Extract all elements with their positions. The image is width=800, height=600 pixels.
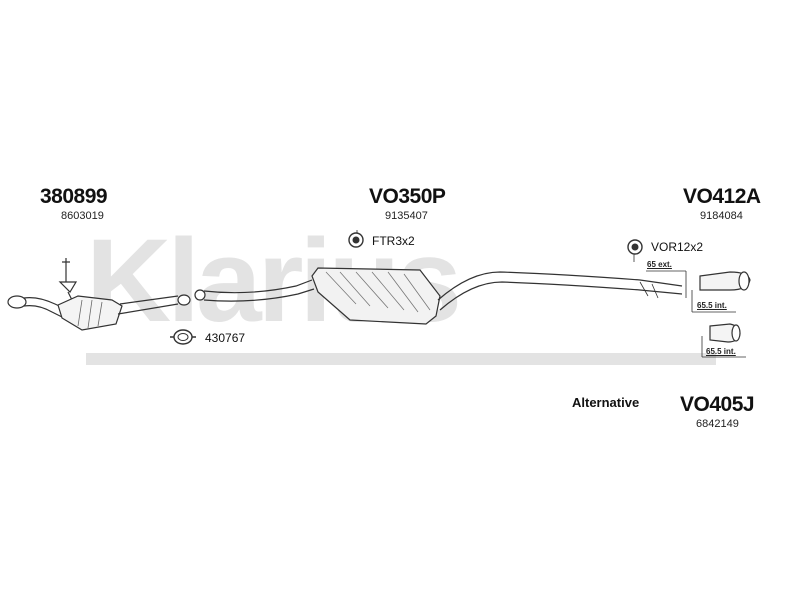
ref-number-catalyst: 8603019 [61, 210, 104, 222]
fitting-label-clamp: 430767 [205, 331, 246, 345]
dimension-int-2: 65.5 int. [706, 347, 736, 356]
fitting-label-vor: VOR12x2 [651, 240, 704, 254]
dimension-int-1: 65.5 int. [697, 301, 727, 310]
part-number-catalyst: 380899 [40, 185, 108, 208]
dimension-ext: 65 ext. [647, 260, 672, 269]
tail-pipe-1 [699, 271, 751, 291]
part-number-centre-silencer: VO350P [369, 185, 446, 208]
watermark-underline [86, 353, 716, 365]
ref-number-centre-silencer: 9135407 [385, 210, 428, 222]
rear-pipe [437, 271, 683, 311]
ref-number-alternative: 6842149 [696, 418, 739, 430]
part-number-alternative: VO405J [680, 393, 755, 416]
front-flange [7, 295, 27, 309]
front-pipe [23, 297, 73, 321]
rubber-mount-icon-2 [627, 239, 643, 255]
alternative-label: Alternative [572, 395, 640, 410]
fitting-label-ftr: FTR3x2 [372, 234, 415, 248]
clamp-icon [170, 329, 196, 345]
rubber-mount-icon-1 [348, 232, 364, 248]
cat-outlet-pipe [117, 295, 179, 315]
part-number-rear-silencer: VO412A [683, 185, 761, 208]
intermediate-pipe [203, 279, 315, 302]
centre-silencer [311, 267, 441, 325]
sensor-bracket [58, 258, 78, 301]
ref-number-rear-silencer: 9184084 [700, 210, 743, 222]
